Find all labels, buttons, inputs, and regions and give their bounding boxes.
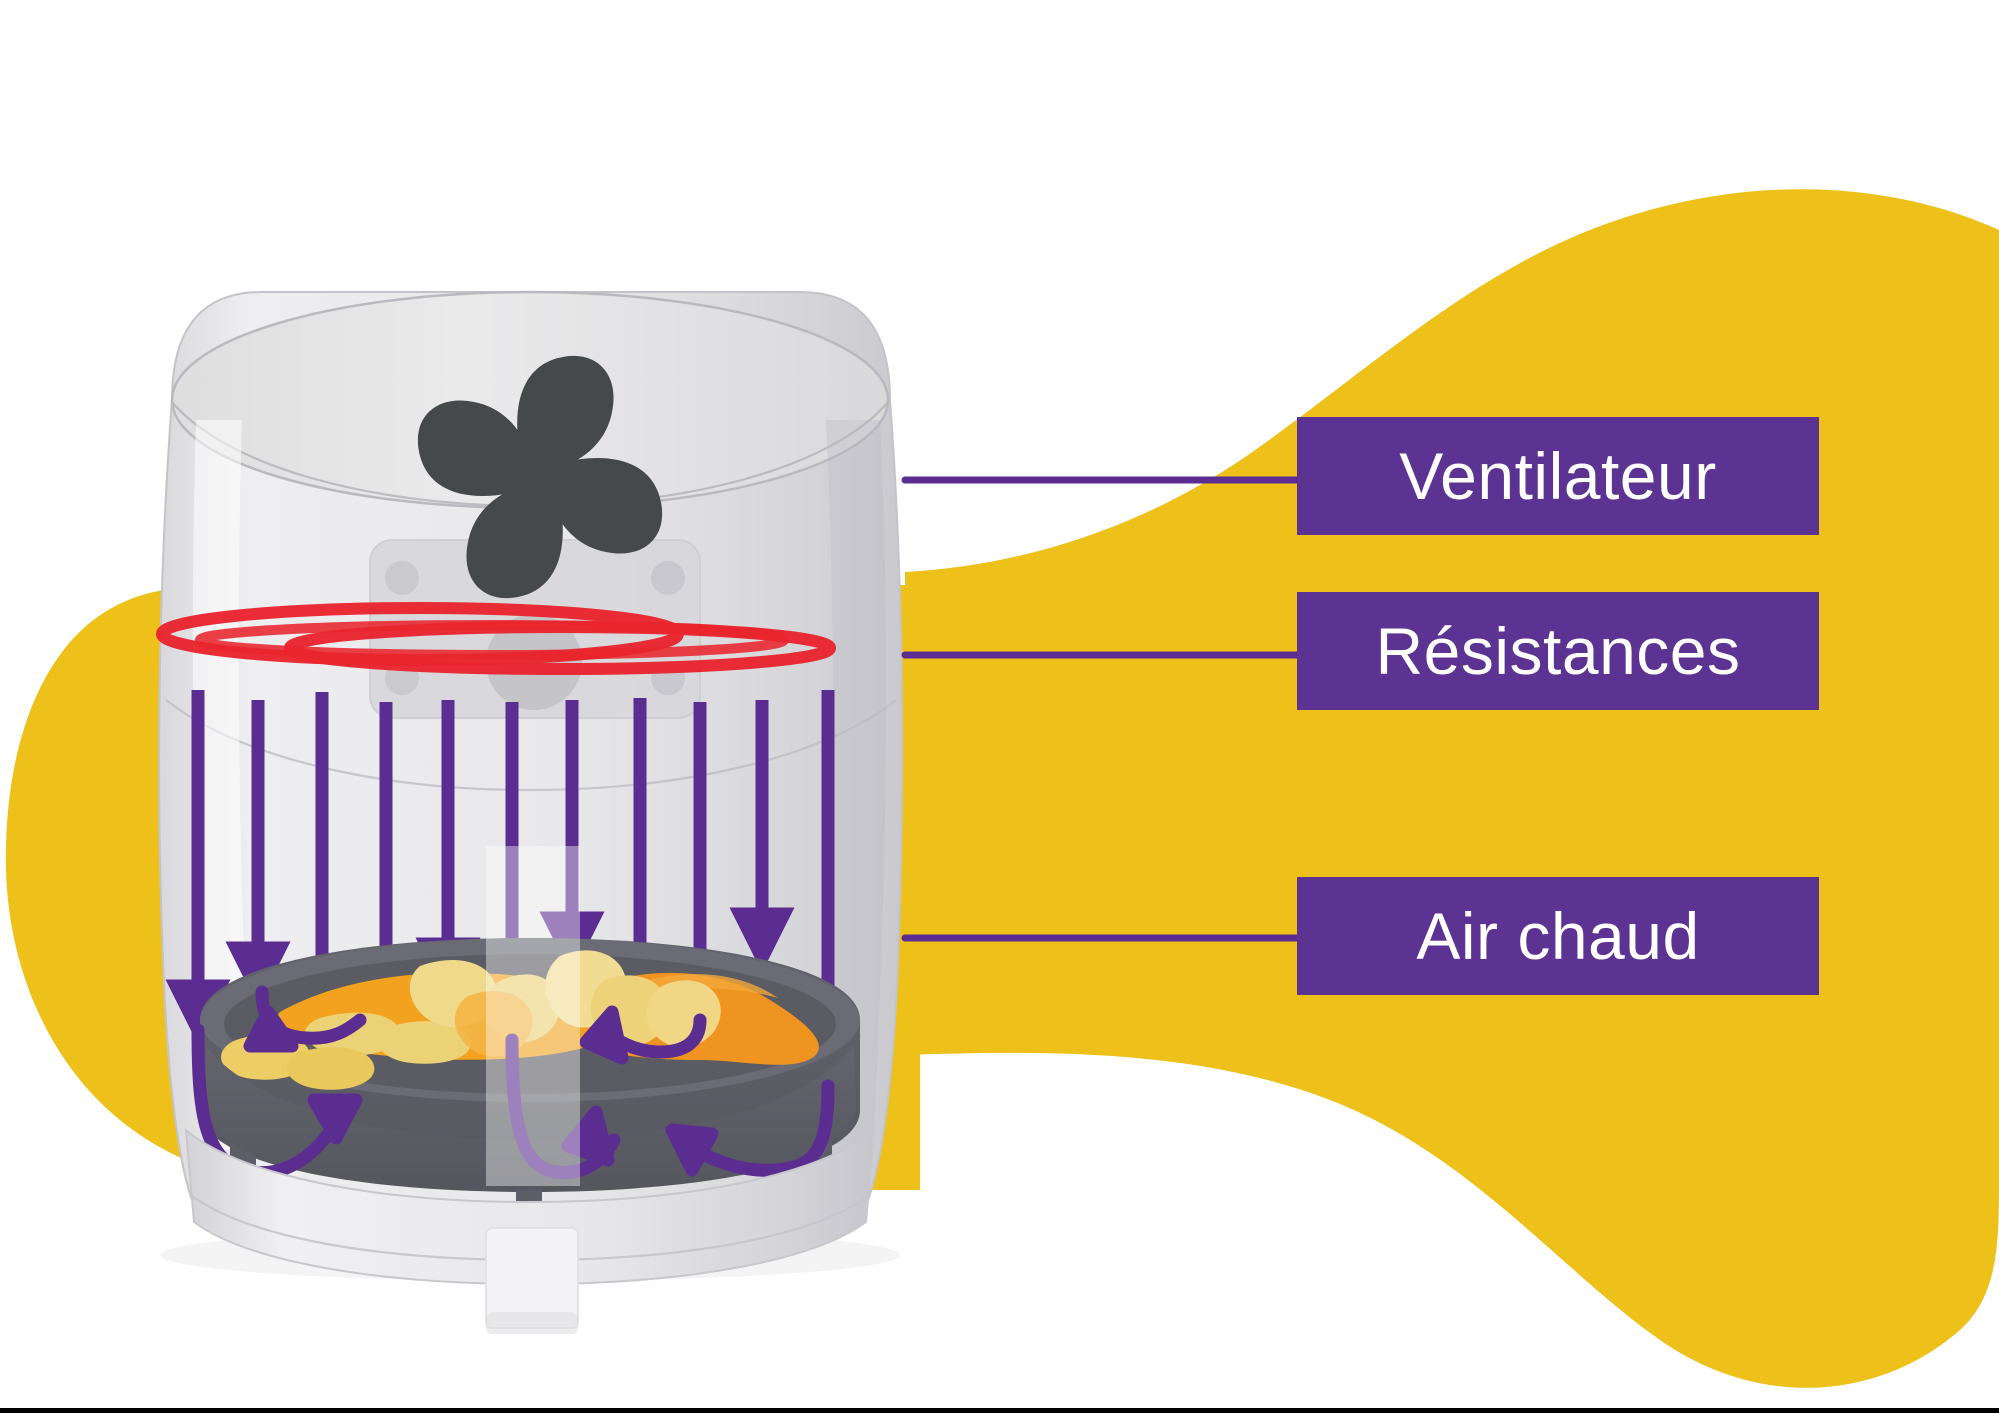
food-chicken-highlight xyxy=(640,974,778,998)
mount-screw-top-right xyxy=(651,561,685,595)
food-wedge-1 xyxy=(305,1012,401,1056)
food-wedge-9 xyxy=(286,1047,375,1090)
food-wedge-2 xyxy=(377,1021,471,1064)
label-box-resistances[interactable]: Résistances xyxy=(1297,592,1819,710)
fryer-drawer xyxy=(184,1127,876,1286)
fryer-handle-shadow xyxy=(486,1312,578,1334)
food-contents xyxy=(221,950,819,1090)
mount-screw-top-left xyxy=(385,561,419,595)
airflow-return-arrows xyxy=(191,985,835,1180)
label-text-ventilateur: Ventilateur xyxy=(1399,439,1717,513)
heating-element-coil xyxy=(156,602,836,675)
label-box-ventilateur[interactable]: Ventilateur xyxy=(1297,417,1819,535)
label-box-air-chaud[interactable]: Air chaud xyxy=(1297,877,1819,995)
leader-lines xyxy=(901,476,1301,942)
return-arrow-right-loop xyxy=(689,1079,835,1177)
fryer-right-shading xyxy=(822,420,887,1168)
bottom-border-rule xyxy=(0,1408,1999,1413)
fan-icon xyxy=(417,355,663,599)
label-text-air-chaud: Air chaud xyxy=(1416,899,1700,973)
fryer-left-highlight xyxy=(192,420,252,1150)
label-text-resistances: Résistances xyxy=(1375,614,1741,688)
chamber-window-panel xyxy=(486,846,580,1186)
